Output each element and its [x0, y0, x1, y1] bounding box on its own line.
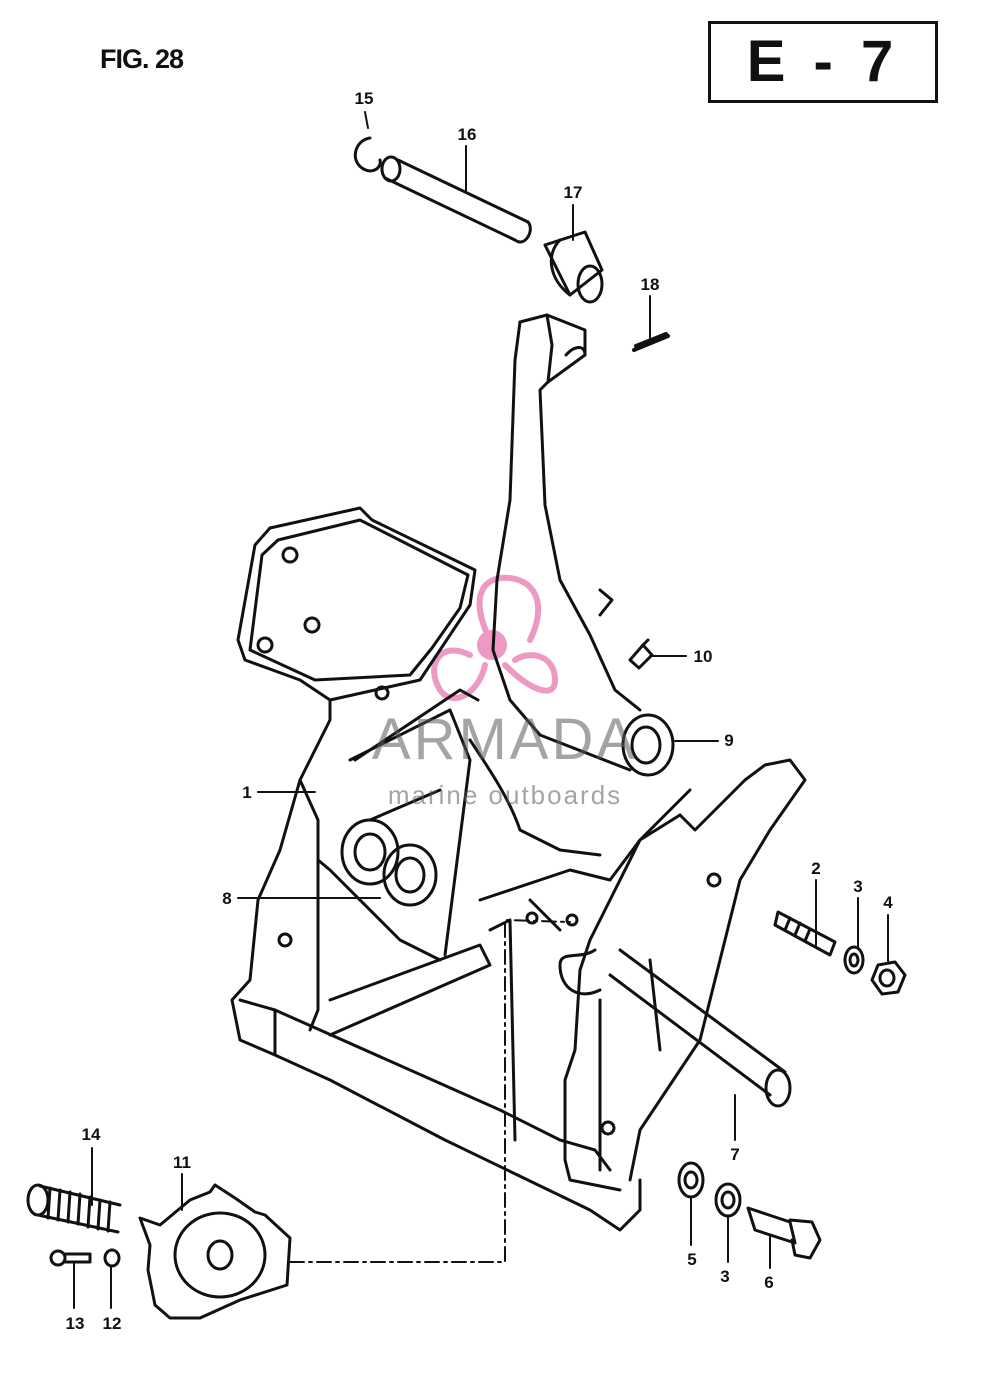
- callout-9: 9: [724, 731, 733, 750]
- watermark-propeller-icon: [431, 574, 558, 702]
- callout-8: 8: [222, 889, 231, 908]
- callout-16: 16: [458, 125, 477, 144]
- callout-18: 18: [641, 275, 660, 294]
- callout-10: 10: [694, 647, 713, 666]
- leader-lines: [73, 111, 889, 1309]
- part-10-grease-nipple: [628, 638, 654, 670]
- part-16-pin: [380, 155, 532, 244]
- callout-7: 7: [730, 1145, 739, 1164]
- part-3-washer-upper: [843, 945, 865, 975]
- callout-11: 11: [173, 1153, 191, 1172]
- section-code-box: E - 7: [708, 21, 938, 103]
- part-8-washers: [340, 818, 438, 907]
- callout-3-upper: 3: [853, 877, 862, 896]
- callout-12: 12: [103, 1314, 122, 1333]
- watermark-tagline: marine outboards: [387, 780, 623, 810]
- callout-6: 6: [764, 1273, 773, 1292]
- callout-5: 5: [687, 1250, 696, 1269]
- assembly-lines: [289, 919, 571, 1263]
- callout-15: 15: [355, 89, 374, 108]
- part-4-nut: [870, 960, 907, 996]
- callout-1: 1: [242, 783, 251, 802]
- callout-3-lower: 3: [720, 1267, 729, 1286]
- part-3-washer-lower: [714, 1182, 742, 1218]
- part-9-tilt-arm: [491, 313, 675, 777]
- part-11-cam: [138, 1183, 292, 1320]
- callout-4: 4: [883, 893, 893, 912]
- part-5-washer: [677, 1161, 705, 1199]
- callout-14: 14: [82, 1125, 101, 1144]
- section-code: E - 7: [746, 29, 900, 94]
- part-18-cotter-pin: [632, 332, 670, 352]
- part-15-circlip: [353, 136, 382, 173]
- callout-numbers: 15 16 17 18 10 9 1 8 2 3 4 7 14 11 13 12…: [66, 89, 894, 1333]
- part-12-washer: [103, 1248, 121, 1268]
- callout-13: 13: [66, 1314, 85, 1333]
- figure-title: FIG. 28: [100, 44, 184, 74]
- part-1-stern-bracket: [230, 506, 692, 1232]
- part-7-swivel-bracket: [558, 758, 807, 1192]
- callout-17: 17: [564, 183, 583, 202]
- part-17-bushing: [543, 230, 604, 304]
- part-13-screw: [49, 1249, 92, 1267]
- part-6-bolt: [746, 1206, 822, 1260]
- callout-2: 2: [811, 859, 820, 878]
- watermark-brand: ARMADA: [371, 707, 639, 772]
- part-2-stud-bolt: [773, 910, 837, 957]
- part-14-spring: [26, 1183, 122, 1234]
